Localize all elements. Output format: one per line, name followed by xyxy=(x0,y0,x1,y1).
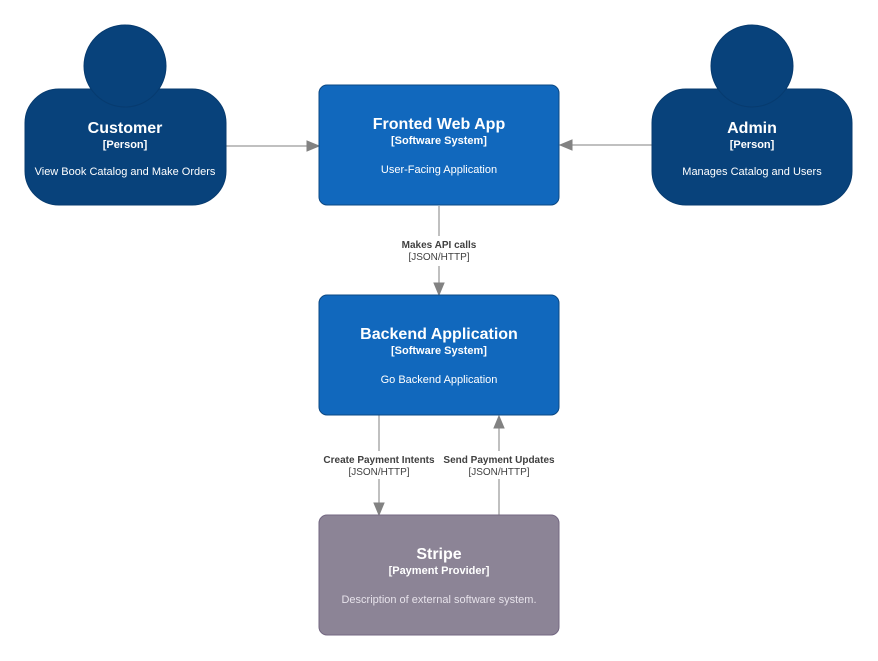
edge-frontend-to-backend: Makes API calls [JSON/HTTP] xyxy=(402,206,477,297)
edge-technology: [JSON/HTTP] xyxy=(468,467,529,478)
external-box-shape xyxy=(318,514,560,636)
edge-technology: [JSON/HTTP] xyxy=(348,467,409,478)
system-frontend-web-app[interactable]: Fronted Web App [Software System] User-F… xyxy=(318,84,560,206)
node-description: Description of external software system. xyxy=(341,594,536,606)
person-admin[interactable]: Admin [Person] Manages Catalog and Users xyxy=(651,24,853,206)
node-description: User-Facing Application xyxy=(381,164,497,176)
node-title: Customer xyxy=(88,120,163,137)
arrowhead-icon xyxy=(433,282,445,297)
edge-customer-to-frontend xyxy=(226,140,321,152)
node-type: [Person] xyxy=(730,139,775,151)
system-box-shape xyxy=(318,84,560,206)
node-description: Manages Catalog and Users xyxy=(682,166,822,178)
system-box-shape xyxy=(318,294,560,416)
node-title: Stripe xyxy=(416,546,461,563)
edge-technology: [JSON/HTTP] xyxy=(408,252,469,263)
system-backend-application[interactable]: Backend Application [Software System] Go… xyxy=(318,294,560,416)
arrowhead-icon xyxy=(558,139,573,151)
person-head-icon xyxy=(83,24,167,108)
node-title: Backend Application xyxy=(360,326,518,343)
arrowhead-icon xyxy=(373,502,385,517)
edge-backend-to-stripe: Create Payment Intents [JSON/HTTP] xyxy=(323,415,435,517)
edge-label: Makes API calls xyxy=(402,240,477,251)
arrowhead-icon xyxy=(493,414,505,429)
person-customer[interactable]: Customer [Person] View Book Catalog and … xyxy=(24,24,227,206)
node-type: [Payment Provider] xyxy=(389,565,490,577)
node-type: [Person] xyxy=(103,139,148,151)
node-title: Admin xyxy=(727,120,777,137)
node-description: Go Backend Application xyxy=(381,374,498,386)
node-type: [Software System] xyxy=(391,135,487,147)
edge-stripe-to-backend: Send Payment Updates [JSON/HTTP] xyxy=(443,414,555,515)
edge-label: Send Payment Updates xyxy=(443,455,555,466)
external-system-stripe[interactable]: Stripe [Payment Provider] Description of… xyxy=(318,514,560,636)
edge-label: Create Payment Intents xyxy=(323,455,435,466)
node-description: View Book Catalog and Make Orders xyxy=(35,166,216,178)
edge-admin-to-frontend xyxy=(558,139,652,151)
node-type: [Software System] xyxy=(391,345,487,357)
person-head-icon xyxy=(710,24,794,108)
node-title: Fronted Web App xyxy=(373,116,506,133)
arrowhead-icon xyxy=(306,140,321,152)
